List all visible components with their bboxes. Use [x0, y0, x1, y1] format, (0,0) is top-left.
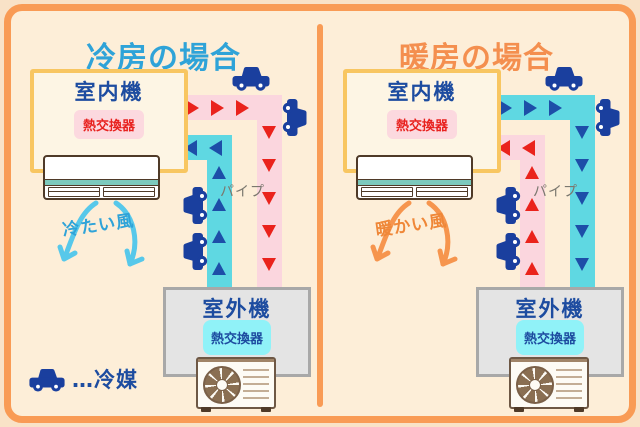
- indoor-heat-exchanger-badge: 熱交換器: [386, 110, 458, 139]
- refrigerant-car-icon: [282, 99, 307, 136]
- flow-arrow-down-icon: [575, 258, 589, 271]
- flow-arrow-down-icon: [575, 192, 589, 205]
- outdoor-unit-box: 室外機 熱交換器: [163, 287, 311, 377]
- refrigerant-legend: …冷媒: [28, 364, 138, 394]
- refrigerant-car-icon: [232, 67, 270, 91]
- car-icon: [29, 369, 65, 392]
- flow-arrow-right-icon: [211, 100, 224, 116]
- fan-icon: [516, 366, 554, 404]
- flow-arrow-down-icon: [262, 192, 276, 205]
- indoor-unit-label: 室内機: [74, 80, 144, 104]
- outdoor-unit-label: 室外機: [515, 297, 585, 321]
- flow-arrow-up-icon: [212, 198, 226, 211]
- panel-divider: [317, 24, 323, 407]
- flow-arrow-up-icon: [525, 262, 539, 275]
- refrigerant-legend-label: …冷媒: [72, 368, 138, 392]
- flow-arrow-up-icon: [525, 230, 539, 243]
- pipe-label: パイプ: [220, 184, 265, 200]
- cooling-panel: 冷房の場合 パイプ 室内機 熱交換器: [10, 0, 317, 427]
- outdoor-heat-exchanger-badge: 熱交換器: [202, 320, 272, 355]
- refrigerant-car-icon: [496, 187, 521, 224]
- wind-arrows-icon: [370, 200, 458, 267]
- wind-arrows-icon: [57, 200, 145, 267]
- flow-arrow-right-icon: [236, 100, 249, 116]
- refrigerant-car-icon: [496, 233, 521, 270]
- flow-arrow-right-icon: [524, 100, 537, 116]
- flow-arrow-left-icon: [522, 140, 535, 156]
- refrigerant-car-icon: [183, 233, 208, 270]
- flow-arrow-up-icon: [212, 262, 226, 275]
- ac-unit-illustration: [43, 155, 160, 200]
- flow-arrow-right-icon: [499, 100, 512, 116]
- pipe-label: パイプ: [533, 184, 578, 200]
- flow-arrow-down-icon: [575, 159, 589, 172]
- indoor-unit-label: 室内機: [387, 80, 457, 104]
- fan-icon: [203, 366, 241, 404]
- flow-arrow-up-icon: [212, 166, 226, 179]
- cold-wind-group: 冷たい風: [40, 200, 165, 285]
- refrigerant-car-icon: [183, 187, 208, 224]
- heating-panel: 暖房の場合 パイプ 室内機 熱交換器: [323, 0, 630, 427]
- flow-arrow-down-icon: [262, 126, 276, 139]
- refrigerant-car-icon: [545, 67, 583, 91]
- ac-unit-vents: [358, 187, 471, 197]
- flow-arrow-right-icon: [186, 100, 199, 116]
- ac-unit-stripe: [358, 179, 471, 186]
- fan-grille: [243, 369, 269, 402]
- outdoor-unit-label: 室外機: [202, 297, 272, 321]
- ac-unit-stripe: [45, 179, 158, 186]
- ac-unit-illustration: [356, 155, 473, 200]
- outdoor-unit-box: 室外機 熱交換器: [476, 287, 624, 377]
- outdoor-fan-unit-illustration: [196, 357, 276, 412]
- flow-arrow-left-icon: [209, 140, 222, 156]
- warm-wind-group: 暖かい風: [353, 200, 478, 285]
- outdoor-fan-unit-illustration: [509, 357, 589, 412]
- flow-arrow-up-icon: [525, 166, 539, 179]
- fan-grille: [556, 369, 582, 402]
- flow-arrow-right-icon: [549, 100, 562, 116]
- flow-arrow-down-icon: [262, 258, 276, 271]
- outdoor-heat-exchanger-badge: 熱交換器: [515, 320, 585, 355]
- ac-unit-vents: [45, 187, 158, 197]
- flow-arrow-up-icon: [525, 198, 539, 211]
- indoor-heat-exchanger-badge: 熱交換器: [73, 110, 145, 139]
- flow-arrow-down-icon: [575, 225, 589, 238]
- refrigerant-car-icon: [595, 99, 620, 136]
- flow-arrow-down-icon: [262, 225, 276, 238]
- flow-arrow-up-icon: [212, 230, 226, 243]
- flow-arrow-down-icon: [262, 159, 276, 172]
- flow-arrow-down-icon: [575, 126, 589, 139]
